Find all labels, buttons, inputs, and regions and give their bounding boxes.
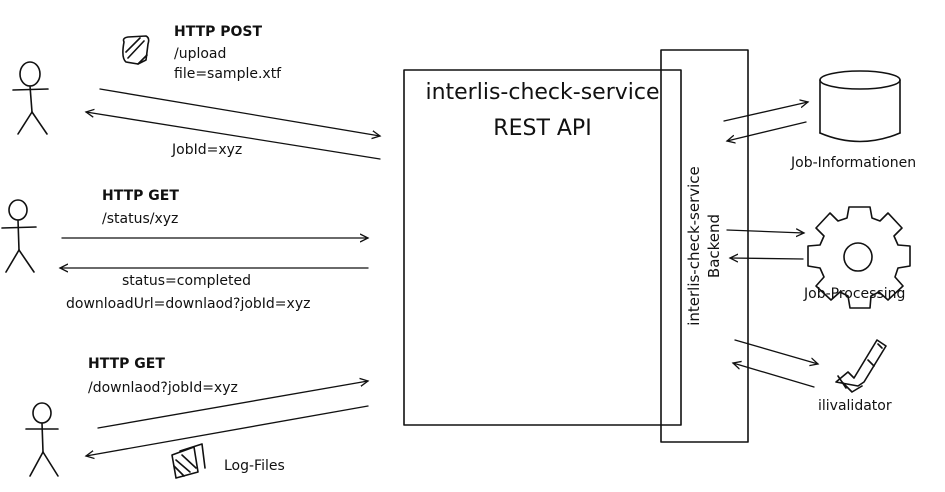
api-title: interlis-check-service (425, 80, 660, 105)
backend-to-validator-arrow (734, 339, 818, 364)
request-2-method: HTTP GET (102, 188, 179, 204)
rest-api-box (403, 69, 682, 426)
backend-label-line1: interlis-check-service (684, 166, 703, 326)
validator-icon (835, 339, 887, 393)
request-3-method: HTTP GET (88, 356, 165, 372)
download-request-arrow (97, 381, 368, 429)
request-1-param: file=sample.xtf (174, 66, 282, 82)
log-files-icon (171, 443, 206, 479)
jobinfo-to-backend-arrow (727, 121, 807, 141)
user-2-icon (1, 199, 37, 273)
download-response-arrow (86, 405, 369, 456)
request-1-path: /upload (174, 46, 227, 62)
validator-label: ilivalidator (818, 398, 892, 414)
job-info-label: Job-Informationen (791, 155, 917, 171)
request-3-path: /downlaod?jobId=xyz (88, 380, 238, 396)
request-3-response: Log-Files (224, 458, 285, 474)
request-1-response: JobId=xyz (172, 142, 243, 158)
jobid-response-arrow (86, 112, 381, 160)
request-2-response-status: status=completed (122, 273, 252, 289)
request-2-response-url: downloadUrl=downlaod?jobId=xyz (66, 296, 311, 312)
processing-to-backend-arrow (730, 258, 804, 259)
job-processing-label: Job-Processing (804, 286, 906, 302)
api-subtitle: REST API (493, 116, 592, 141)
request-1-method: HTTP POST (174, 24, 263, 40)
backend-box (660, 49, 749, 443)
user-3-icon (25, 402, 59, 477)
file-icon (122, 35, 150, 65)
backend-label-line2: Backend (705, 213, 723, 279)
backend-label: interlis-check-service Backend (684, 166, 725, 326)
gear-icon (807, 206, 911, 309)
backend-to-processing-arrow (726, 230, 804, 233)
user-1-icon (12, 61, 49, 135)
request-2-path: /status/xyz (102, 211, 179, 227)
database-icon (819, 70, 901, 143)
backend-to-jobinfo-arrow (723, 102, 808, 122)
validator-to-backend-arrow (733, 363, 815, 388)
upload-request-arrow (99, 88, 380, 136)
